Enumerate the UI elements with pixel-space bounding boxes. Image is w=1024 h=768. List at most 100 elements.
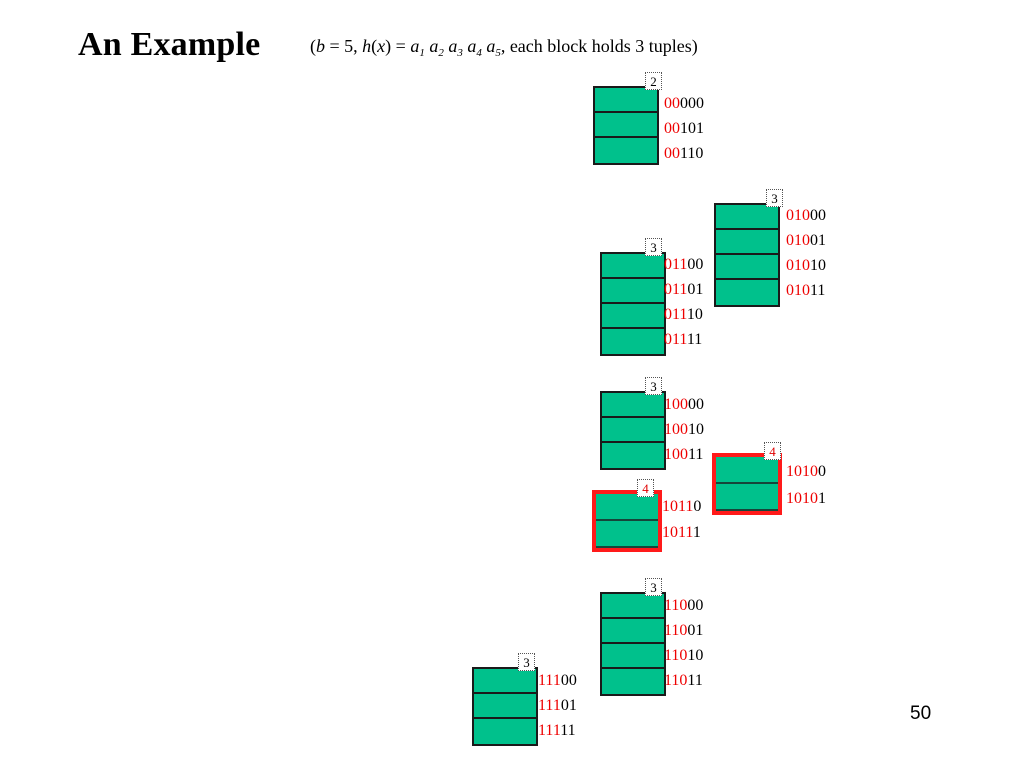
tuple-key-prefix: 111 [538, 672, 561, 689]
subtitle-a5: a [486, 36, 496, 56]
tuple-key-suffix: 01 [687, 281, 704, 298]
tuple-key-label: 11010 [664, 648, 703, 664]
subtitle-a2-sub: 2 [438, 47, 444, 59]
block-cell[interactable] [602, 669, 664, 694]
subtitle-a4: a [467, 36, 477, 56]
tuple-key-label: 10101 [786, 491, 826, 507]
tuple-key-prefix: 111 [538, 722, 561, 739]
subtitle-var-b: b [316, 36, 325, 56]
tuple-key-label: 10110 [662, 499, 701, 515]
block-cell[interactable] [716, 280, 778, 305]
tuple-key-suffix: 11 [686, 331, 703, 348]
block-cell[interactable] [716, 230, 778, 255]
tuple-key-suffix: 000 [680, 95, 704, 112]
block-cell[interactable] [716, 205, 778, 230]
tuple-key-prefix: 010 [786, 257, 810, 274]
tuple-key-prefix: 110 [664, 622, 688, 639]
tuple-key-suffix: 11 [810, 282, 826, 299]
block-cell[interactable] [595, 113, 657, 138]
tuple-key-prefix: 010 [786, 207, 810, 224]
tuple-key-suffix: 11 [688, 446, 704, 463]
block-cell[interactable] [596, 521, 658, 548]
bucket-local-depth-label: 3 [766, 189, 783, 207]
tuple-key-prefix: 111 [538, 697, 561, 714]
tuple-key-label: 00110 [664, 146, 703, 162]
tuple-key-suffix: 11 [560, 722, 576, 739]
bucket-block-stack[interactable] [600, 391, 666, 470]
subtitle-a3: a [448, 36, 458, 56]
tuple-key-label: 11111 [538, 723, 576, 739]
tuple-key-label: 11100 [538, 673, 577, 689]
subtitle-open-paren: ( [310, 36, 316, 56]
tuple-key-label: 01010 [786, 258, 826, 274]
subtitle-a5-sub: 5 [495, 47, 501, 59]
block-cell[interactable] [596, 494, 658, 521]
tuple-key-label: 10011 [664, 447, 703, 463]
block-cell[interactable] [602, 393, 664, 418]
tuple-key-prefix: 1011 [662, 524, 693, 541]
subtitle-hx-open: ( [371, 36, 378, 56]
tuple-key-suffix: 01 [687, 622, 704, 639]
subtitle-hx-close: ) = [385, 36, 411, 56]
bucket-block-stack[interactable] [593, 86, 659, 165]
bucket-block-stack[interactable] [714, 203, 780, 307]
block-cell[interactable] [474, 669, 536, 694]
tuple-key-prefix: 110 [664, 647, 688, 664]
bucket-block-stack[interactable] [472, 667, 538, 746]
tuple-key-label: 10100 [786, 464, 826, 480]
block-cell[interactable] [602, 279, 664, 304]
tuple-key-label: 11011 [664, 673, 703, 689]
tuple-key-label: 01110 [664, 307, 703, 323]
tuple-key-suffix: 00 [810, 207, 826, 224]
subtitle-var-x: x [377, 36, 386, 56]
bucket-block-stack[interactable] [592, 490, 662, 552]
tuple-key-label: 01011 [786, 283, 825, 299]
tuple-key-suffix: 1 [818, 490, 826, 507]
tuple-key-prefix: 110 [664, 597, 688, 614]
tuple-key-prefix: 011 [664, 331, 687, 348]
bucket-block-stack[interactable] [600, 592, 666, 696]
tuple-key-label: 01101 [664, 282, 703, 298]
tuple-key-prefix: 010 [786, 232, 810, 249]
block-cell[interactable] [602, 619, 664, 644]
page-number: 50 [910, 703, 932, 724]
tuple-key-prefix: 100 [664, 396, 688, 413]
tuple-key-label: 11101 [538, 698, 577, 714]
subtitle-a2: a [429, 36, 439, 56]
tuple-key-label: 01100 [664, 257, 703, 273]
tuple-key-label: 00000 [664, 96, 704, 112]
block-cell[interactable] [595, 138, 657, 163]
subtitle-tail: , each block holds 3 tuples) [500, 36, 698, 56]
bucket-block-stack[interactable] [712, 453, 782, 515]
block-cell[interactable] [602, 443, 664, 468]
block-cell[interactable] [716, 484, 778, 511]
tuple-key-prefix: 00 [664, 95, 680, 112]
tuple-key-prefix: 100 [664, 446, 688, 463]
tuple-key-prefix: 010 [786, 282, 810, 299]
tuple-key-suffix: 00 [688, 396, 704, 413]
block-cell[interactable] [602, 644, 664, 669]
bucket-local-depth-label: 3 [518, 653, 535, 671]
block-cell[interactable] [595, 88, 657, 113]
tuple-key-suffix: 0 [693, 498, 702, 515]
block-cell[interactable] [602, 418, 664, 443]
block-cell[interactable] [602, 304, 664, 329]
tuple-key-label: 11000 [664, 598, 703, 614]
block-cell[interactable] [716, 457, 778, 484]
subtitle-a1: a [410, 36, 420, 56]
tuple-key-label: 10111 [662, 525, 701, 541]
block-cell[interactable] [716, 255, 778, 280]
bucket-block-stack[interactable] [600, 252, 666, 356]
block-cell[interactable] [474, 694, 536, 719]
tuple-key-label: 00101 [664, 121, 704, 137]
tuple-key-prefix: 011 [664, 256, 688, 273]
block-cell[interactable] [474, 719, 536, 744]
tuple-key-prefix: 1011 [662, 498, 694, 515]
block-cell[interactable] [602, 254, 664, 279]
tuple-key-prefix: 1010 [786, 463, 818, 480]
tuple-key-suffix: 10 [687, 647, 704, 664]
block-cell[interactable] [602, 329, 664, 354]
tuple-key-suffix: 110 [680, 145, 704, 162]
block-cell[interactable] [602, 594, 664, 619]
